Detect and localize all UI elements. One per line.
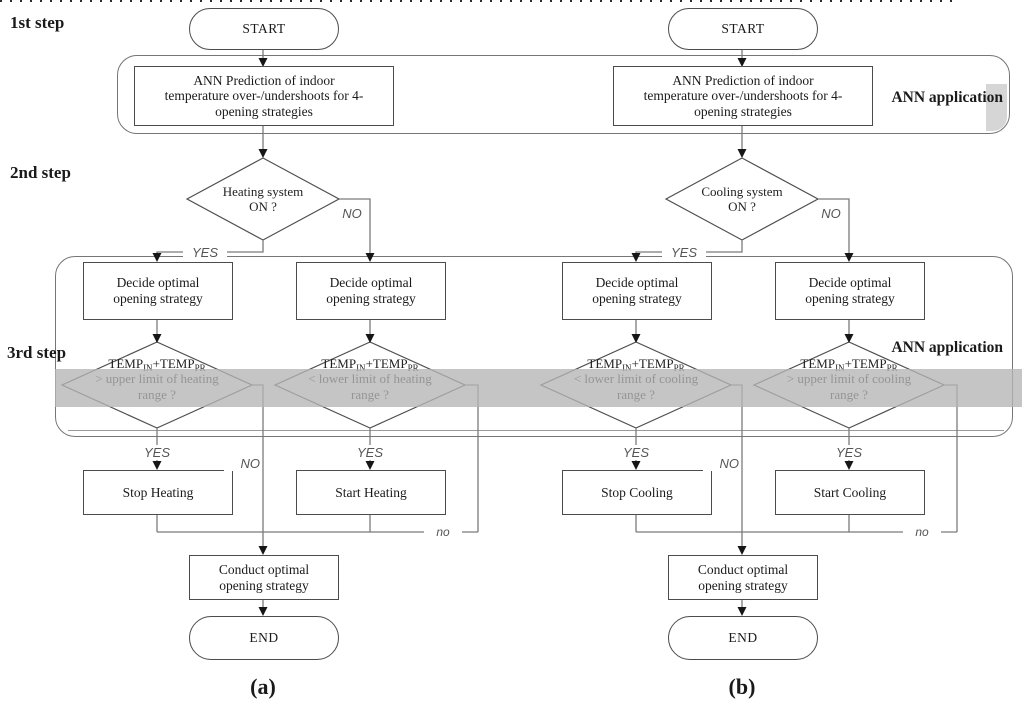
end-node: END xyxy=(668,616,818,660)
step-divider-2 xyxy=(0,0,956,2)
flowchart-a: START ANN Prediction of indoor temperatu… xyxy=(0,0,500,715)
start-node: START xyxy=(189,8,339,50)
system-decision-text: Cooling system ON ? xyxy=(701,184,783,215)
action-node-1: Stop Heating xyxy=(83,470,233,515)
yes-label: YES xyxy=(662,245,706,260)
no-label-right: no xyxy=(903,525,941,539)
system-decision-text: Heating system ON ? xyxy=(222,184,304,215)
no-label-center: NO xyxy=(224,456,260,471)
no-label-right: no xyxy=(424,525,462,539)
ann-prediction-node: ANN Prediction of indoor temperature ove… xyxy=(134,66,394,126)
yes-label-branch-1: YES xyxy=(614,445,658,460)
step-label-2: 2nd step xyxy=(10,163,71,182)
highlight-band xyxy=(55,369,1022,407)
yes-label-branch-2: YES xyxy=(348,445,392,460)
ann-application-label-top: ANN application xyxy=(891,89,1003,106)
ann-application-frame-top xyxy=(117,55,1010,134)
flowchart-b: START ANN Prediction of indoor temperatu… xyxy=(479,0,979,715)
ann-prediction-node: ANN Prediction of indoor temperature ove… xyxy=(613,66,873,126)
no-label: NO xyxy=(817,206,845,221)
caption-b: (b) xyxy=(728,674,756,699)
arrowheads xyxy=(152,58,375,616)
ann-application-frame-bottom xyxy=(55,256,1013,437)
yes-label-branch-1: YES xyxy=(135,445,179,460)
step-label-1: 1st step xyxy=(10,13,65,32)
no-label: NO xyxy=(338,206,366,221)
yes-label-branch-2: YES xyxy=(827,445,871,460)
ann-application-label-bottom: ANN application xyxy=(891,339,1003,356)
end-node: END xyxy=(189,616,339,660)
no-label-center: NO xyxy=(703,456,739,471)
start-node: START xyxy=(668,8,818,50)
conduct-strategy-node: Conduct optimal opening strategy xyxy=(668,555,818,600)
action-node-2: Start Heating xyxy=(296,470,446,515)
corner-tab xyxy=(986,84,1007,131)
decide-strategy-node-2: Decide optimal opening strategy xyxy=(775,262,925,320)
yes-label: YES xyxy=(183,245,227,260)
decide-strategy-node-2: Decide optimal opening strategy xyxy=(296,262,446,320)
decide-strategy-node-1: Decide optimal opening strategy xyxy=(83,262,233,320)
step-label-3: 3rd step xyxy=(7,343,67,362)
frame-double-bottom-line xyxy=(68,430,1004,431)
decide-strategy-node-1: Decide optimal opening strategy xyxy=(562,262,712,320)
conduct-strategy-node: Conduct optimal opening strategy xyxy=(189,555,339,600)
action-node-2: Start Cooling xyxy=(775,470,925,515)
arrowheads xyxy=(631,58,854,616)
action-node-1: Stop Cooling xyxy=(562,470,712,515)
caption-a: (a) xyxy=(250,674,276,699)
